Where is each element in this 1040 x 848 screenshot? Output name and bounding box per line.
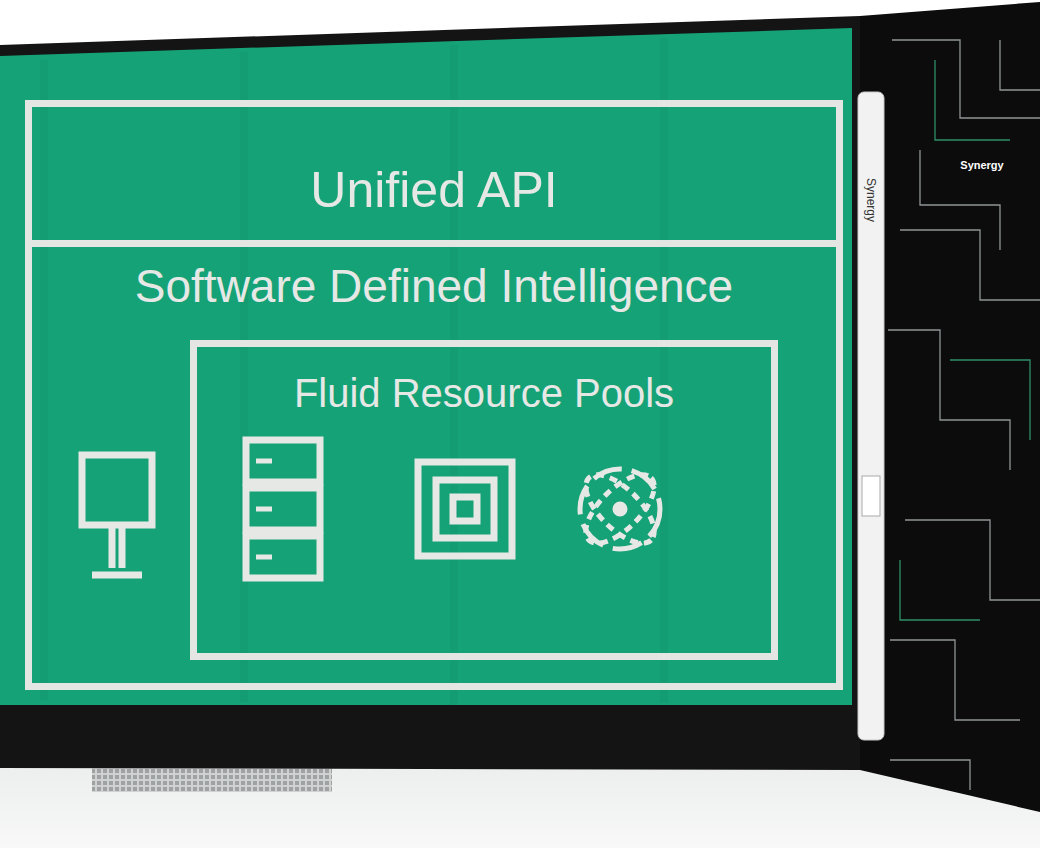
- floor-vent: [92, 768, 332, 792]
- green-overlay: [0, 28, 852, 705]
- storage-chip-icon: [418, 462, 512, 556]
- intelligence-layer: Software Defined IntelligenceFluid Resou…: [25, 240, 843, 690]
- resource-pool-box: Fluid Resource Pools: [190, 340, 778, 660]
- server-icon: [246, 440, 320, 578]
- monitor-icon: [82, 455, 152, 575]
- layer-title: Software Defined Intelligence: [135, 261, 733, 312]
- circuit-lines: [888, 40, 1040, 790]
- resource-icons: [82, 440, 665, 578]
- rack-side: [860, 2, 1040, 812]
- bezel-strip: [858, 92, 884, 740]
- circuit-lines-green: [900, 60, 1030, 620]
- bezel-latch: [862, 476, 880, 516]
- side-brand: Synergy: [960, 159, 1003, 171]
- rack-front: [0, 16, 860, 770]
- api-band: Unified API: [25, 100, 843, 240]
- layer-title: Unified API: [310, 163, 557, 218]
- bezel-brand: Synergy: [864, 178, 878, 222]
- fabric-atom-icon: [575, 464, 666, 555]
- layer-title: Fluid Resource Pools: [294, 371, 674, 415]
